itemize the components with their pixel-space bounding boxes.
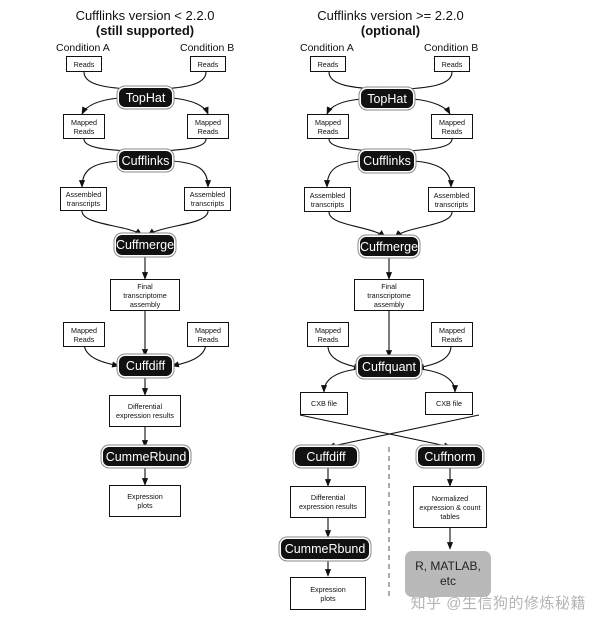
left-cummerbund-node: CummeRbund (103, 447, 189, 466)
left-mapped-reads-b: Mapped Reads (187, 114, 229, 139)
left-cufflinks-node: Cufflinks (119, 151, 172, 170)
right-normalized-tables: Normalized expression & count tables (413, 486, 487, 528)
right-cxb-file-a: CXB file (300, 392, 348, 415)
right-final-assembly: Final transcriptome assembly (354, 279, 424, 311)
left-mapped-reads-c: Mapped Reads (63, 322, 105, 347)
left-expression-plots: Expression plots (109, 485, 181, 517)
right-mapped-reads-b: Mapped Reads (431, 114, 473, 139)
left-subtitle: (still supported) (95, 23, 195, 38)
right-reads-b: Reads (434, 56, 470, 72)
right-assembled-b: Assembled transcripts (428, 187, 475, 212)
left-tophat-node: TopHat (119, 88, 172, 107)
left-reads-b: Reads (190, 56, 226, 72)
left-cuffdiff-node: Cuffdiff (119, 356, 172, 376)
right-cuffdiff-node: Cuffdiff (295, 447, 357, 466)
right-differential-results: Differential expression results (290, 486, 366, 518)
right-mapped-reads-c: Mapped Reads (307, 322, 349, 347)
right-title: Cufflinks version >= 2.2.0 (optional) (303, 8, 478, 38)
left-final-assembly: Final transcriptome assembly (110, 279, 180, 311)
right-assembled-a: Assembled transcripts (304, 187, 351, 212)
left-cuffmerge-node: Cuffmerge (116, 235, 174, 255)
right-cuffmerge-node: Cuffmerge (360, 237, 418, 256)
right-r-matlab-box: R, MATLAB, etc (405, 551, 491, 597)
right-cxb-file-b: CXB file (425, 392, 473, 415)
left-mapped-reads-a: Mapped Reads (63, 114, 105, 139)
left-title-text: Cufflinks version < 2.2.0 (75, 8, 215, 23)
right-cuffnorm-node: Cuffnorm (418, 447, 482, 466)
left-title: Cufflinks version < 2.2.0 (still support… (60, 8, 230, 38)
right-cuffquant-node: Cuffquant (358, 357, 420, 377)
right-subtitle: (optional) (360, 23, 421, 38)
left-condition-a: Condition A (56, 42, 110, 54)
left-reads-a: Reads (66, 56, 102, 72)
right-condition-a: Condition A (300, 42, 354, 54)
right-cummerbund-node: CummeRbund (281, 539, 369, 559)
right-condition-b: Condition B (424, 42, 479, 54)
right-expression-plots: Expression plots (290, 577, 366, 610)
right-title-text: Cufflinks version >= 2.2.0 (317, 8, 464, 23)
left-mapped-reads-d: Mapped Reads (187, 322, 229, 347)
right-tophat-node: TopHat (361, 89, 413, 108)
left-condition-b: Condition B (180, 42, 235, 54)
right-mapped-reads-d: Mapped Reads (431, 322, 473, 347)
right-reads-a: Reads (310, 56, 346, 72)
right-mapped-reads-a: Mapped Reads (307, 114, 349, 139)
left-assembled-b: Assembled transcripts (184, 187, 231, 211)
right-cufflinks-node: Cufflinks (360, 151, 414, 171)
watermark-text: 知乎 @生信狗的修炼秘籍 (410, 595, 586, 612)
left-assembled-a: Assembled transcripts (60, 187, 107, 211)
left-differential-results: Differential expression results (109, 395, 181, 427)
